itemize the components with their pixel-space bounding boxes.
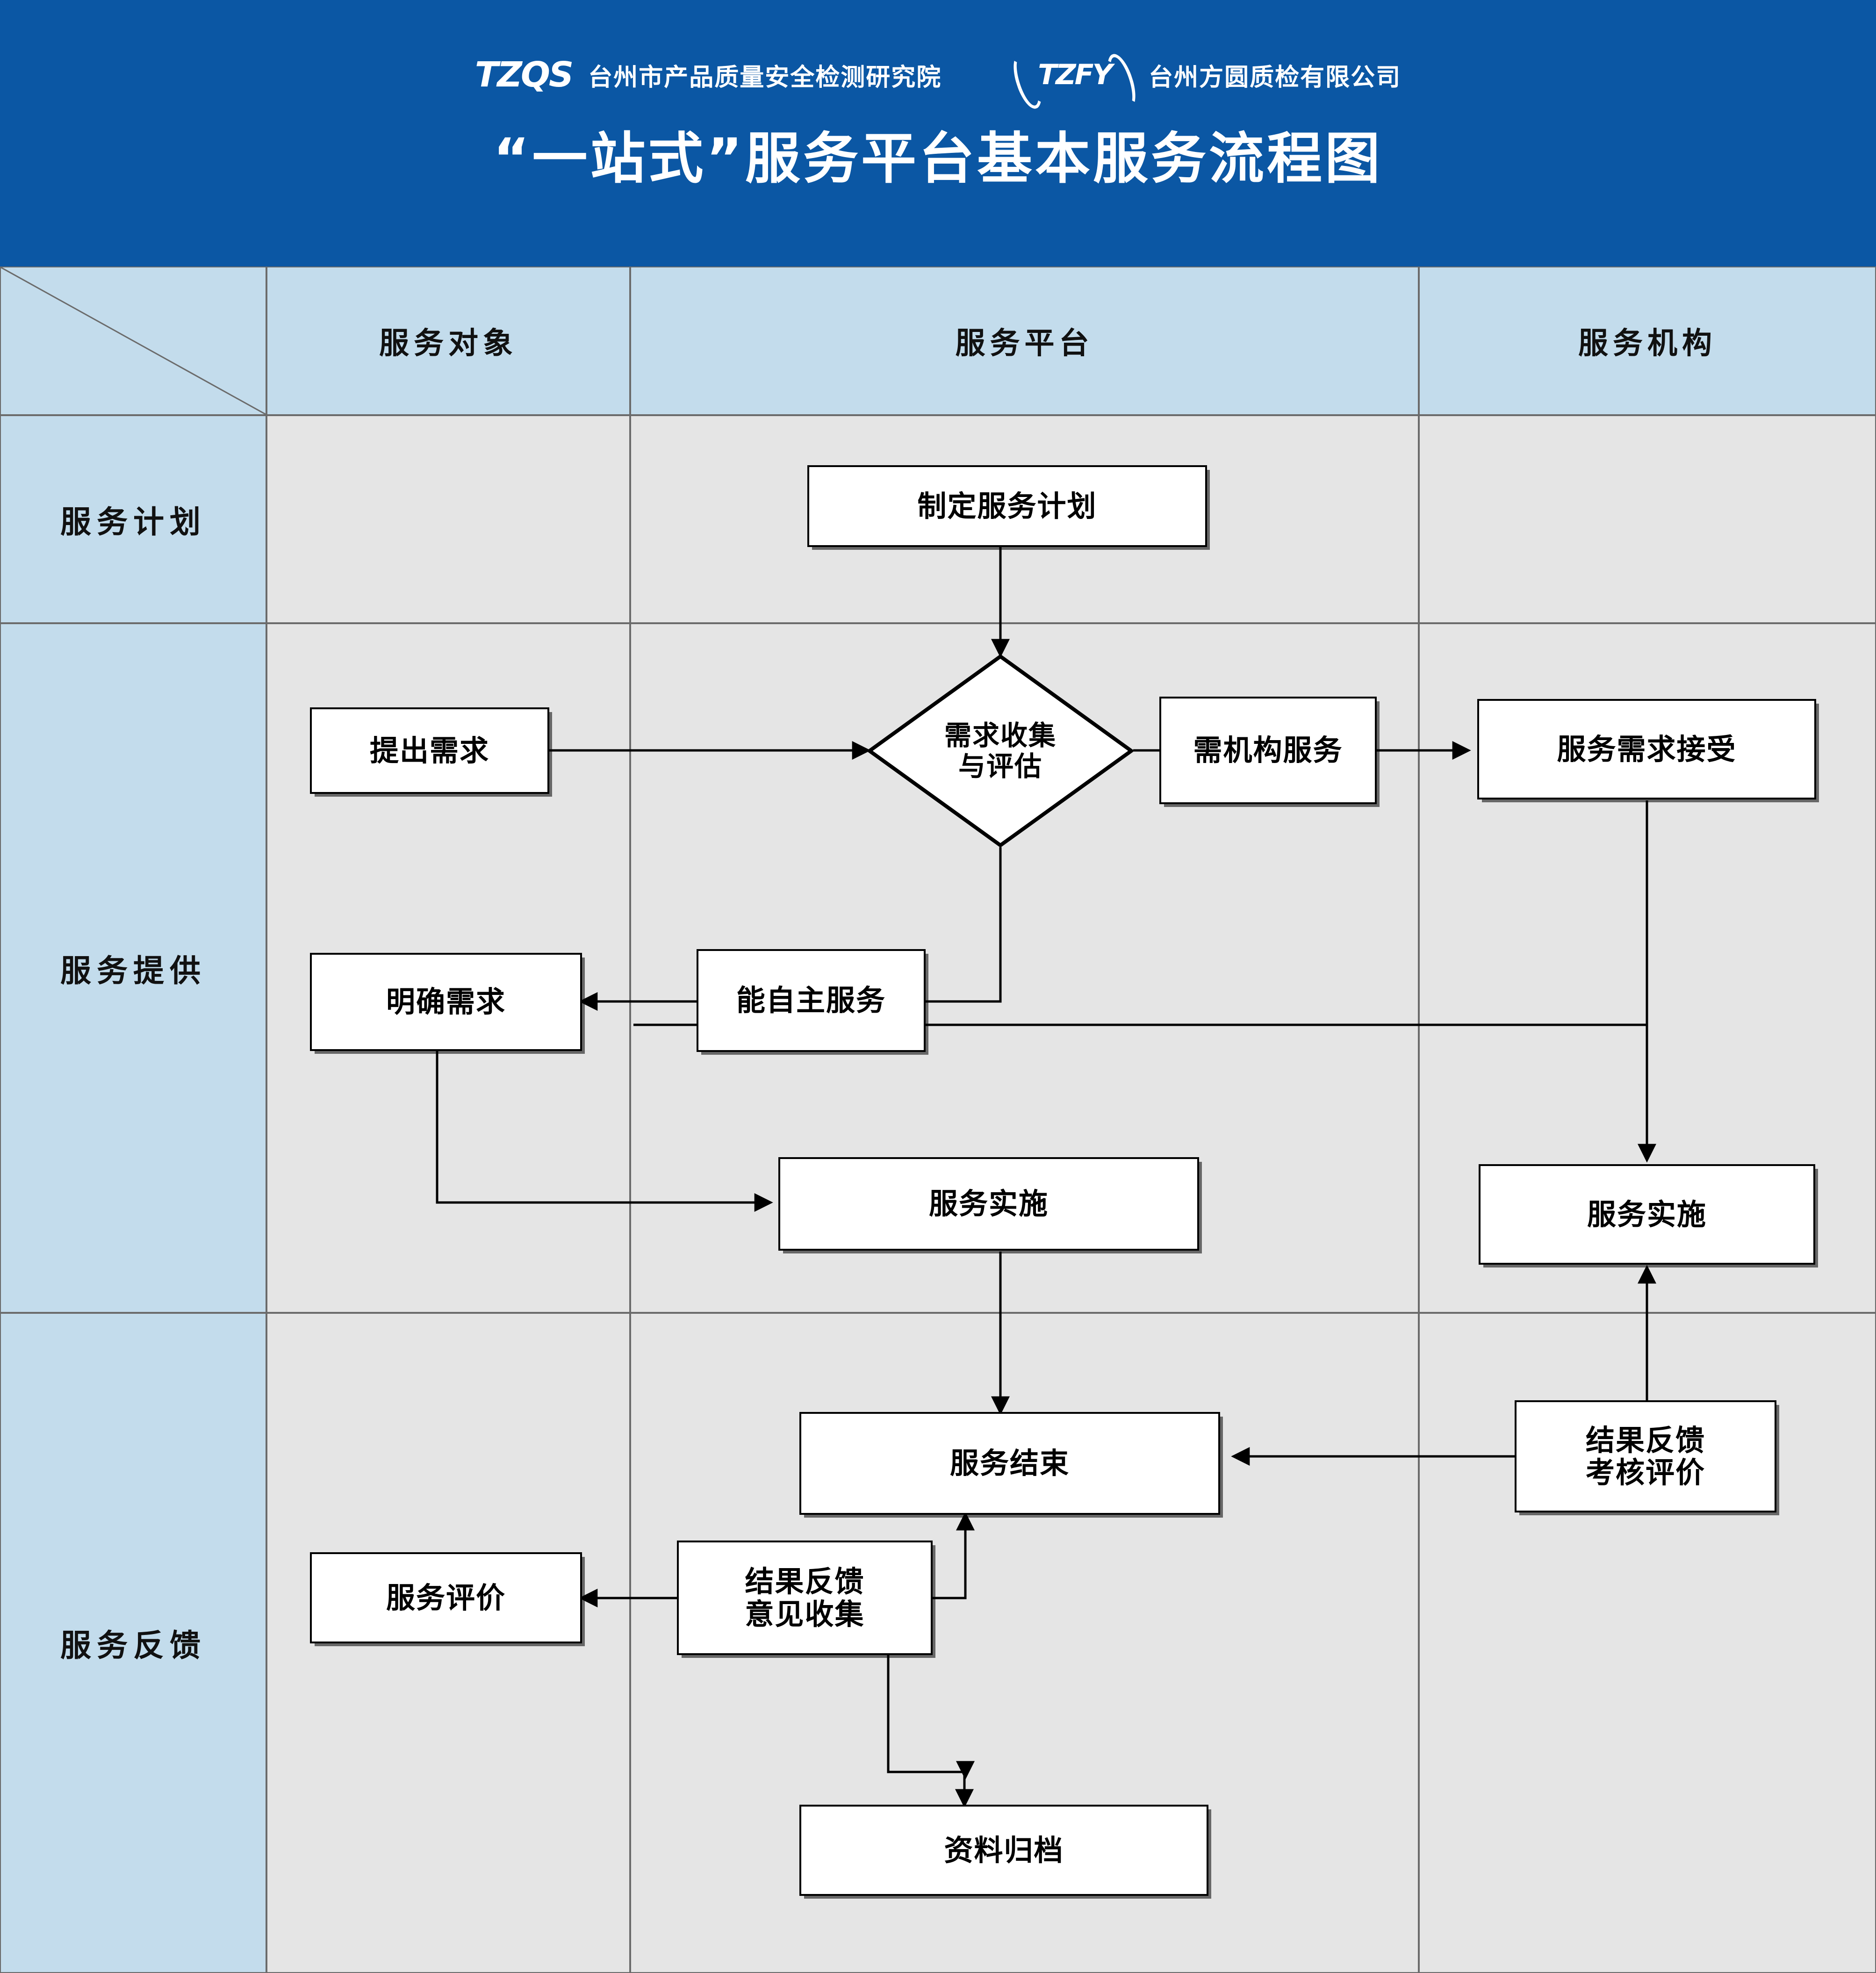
node-service-request-accepted[interactable]: 服务需求接受 [1477,699,1816,799]
node-make-service-plan[interactable]: 制定服务计划 [807,465,1207,547]
node-need-collection-assessment[interactable]: 需求收集 与评估 [868,655,1133,847]
node-submit-request[interactable]: 提出需求 [310,707,549,794]
grid-corner-cell [0,266,266,415]
node-label: 需求收集 与评估 [944,719,1057,782]
lane-cell-plan-agency [1419,415,1876,623]
row-header-service-plan: 服务计划 [0,415,266,623]
column-header-service-agency: 服务机构 [1419,266,1876,415]
tzqs-institute-name: 台州市产品质量安全检测研究院 [588,63,942,92]
logo-tzfy: TZFY 台州方圆质检有限公司 [1016,58,1401,93]
node-label: 资料归档 [944,1833,1064,1867]
node-label: 服务实施 [1587,1197,1707,1231]
node-label: 明确需求 [386,985,506,1019]
node-service-implementation-platform[interactable]: 服务实施 [778,1157,1199,1251]
column-header-service-platform: 服务平台 [630,266,1419,415]
logo-row: TZQS 台州市产品质量安全检测研究院 TZFY 台州方圆质检有限公司 [0,49,1876,101]
node-label: 服务需求接受 [1557,732,1737,766]
node-service-evaluation[interactable]: 服务评价 [310,1552,582,1643]
node-needs-agency-service[interactable]: 需机构服务 [1159,697,1377,804]
node-can-self-service[interactable]: 能自主服务 [697,949,926,1052]
lane-cell-plan-object [266,415,630,623]
corner-diagonal-icon [1,267,266,414]
tzfy-logo-icon: TZFY [1016,58,1133,91]
tzfy-logo-text: TZFY [1038,58,1113,91]
tzqs-logo-icon: TZQS [474,55,574,95]
node-label: 结果反馈 意见收集 [745,1564,865,1631]
node-clarify-requirements[interactable]: 明确需求 [310,953,582,1051]
logo-tzqs: TZQS 台州市产品质量安全检测研究院 [475,55,942,95]
node-service-end[interactable]: 服务结束 [799,1412,1220,1515]
row-header-service-feedback: 服务反馈 [0,1313,266,1973]
node-label: 服务实施 [928,1187,1049,1221]
node-label: 提出需求 [369,733,489,768]
row-header-label: 服务计划 [60,504,206,540]
column-header-label: 服务对象 [379,326,518,361]
node-label: 结果反馈 考核评价 [1585,1423,1705,1490]
header-banner: TZQS 台州市产品质量安全检测研究院 TZFY 台州方圆质检有限公司 “一站式… [0,0,1876,266]
row-header-service-delivery: 服务提供 [0,623,266,1313]
node-result-feedback-opinion[interactable]: 结果反馈 意见收集 [677,1541,933,1655]
diamond-shape-icon [868,655,1133,847]
node-label: 能自主服务 [736,983,886,1018]
node-archive-documents[interactable]: 资料归档 [799,1805,1208,1896]
node-service-implementation-agency[interactable]: 服务实施 [1479,1164,1815,1265]
tzfy-company-name: 台州方圆质检有限公司 [1149,63,1402,92]
node-label: 制定服务计划 [917,489,1097,523]
column-header-label: 服务平台 [955,326,1094,361]
row-header-label: 服务提供 [60,952,206,989]
row-header-label: 服务反馈 [60,1627,206,1663]
node-label: 服务结束 [949,1446,1070,1481]
column-header-service-object: 服务对象 [266,266,630,415]
node-result-feedback-assessment[interactable]: 结果反馈 考核评价 [1515,1400,1776,1512]
node-label: 需机构服务 [1193,733,1343,768]
column-header-label: 服务机构 [1578,326,1717,361]
node-label: 服务评价 [386,1580,506,1615]
page-title: “一站式”服务平台基本服务流程图 [493,126,1383,191]
